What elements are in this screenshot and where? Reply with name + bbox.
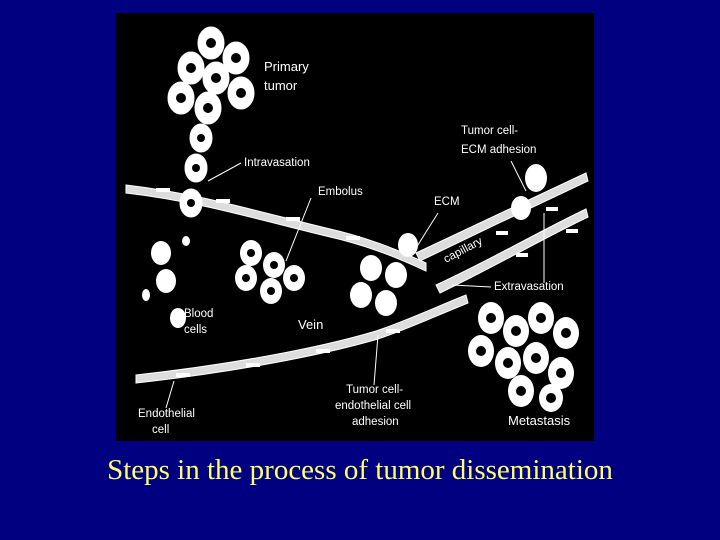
metastasis-nuclei: [476, 313, 571, 403]
primary-tumor-label-line2: tumor: [264, 78, 298, 93]
tumor-cell-endothelial-adhesion-label-line2: endothelial cell: [335, 400, 411, 412]
primary-tumor-nuclei: [176, 38, 246, 207]
endothelial-cell-label-line2: cell: [152, 424, 169, 436]
blood-cells-label-line1: Blood: [184, 308, 213, 320]
ecm-label: ECM: [434, 196, 460, 208]
vein-label: Vein: [298, 317, 323, 332]
vein-upper-wall: [125, 184, 427, 272]
tumor-cell-endothelial-adhesion-label-line3: adhesion: [352, 416, 399, 428]
embolus-nuclei: [242, 249, 298, 295]
slide-caption: Steps in the process of tumor disseminat…: [107, 454, 613, 486]
tumor-cell-ecm-adhesion-label-line2: ECM adhesion: [461, 144, 536, 156]
tumor-dissemination-diagram: Primary tumor Intravasation Embolus ECM …: [116, 13, 594, 441]
blood-cells: [142, 236, 190, 328]
leader-lines: [165, 160, 545, 409]
capillary-upper-wall: [415, 172, 589, 262]
extravasation-label: Extravasation: [494, 281, 564, 293]
blood-cells-label-line2: cells: [184, 324, 207, 336]
endothelial-cell-label-line1: Endothelial: [138, 408, 195, 420]
metastasis-label: Metastasis: [508, 413, 571, 428]
ecm-adhesion-cells: [511, 164, 547, 220]
primary-tumor-cells: [167, 26, 255, 218]
intravasation-label: Intravasation: [244, 157, 310, 169]
metastasis-cells: [468, 302, 579, 412]
primary-tumor-label-line1: Primary: [264, 59, 309, 74]
capillary-lower-wall: [435, 208, 589, 294]
embolus-label: Embolus: [318, 186, 363, 198]
tumor-cell-endothelial-adhesion-label-line1: Tumor cell-: [346, 384, 403, 396]
endothelial-nuclei: [156, 188, 578, 377]
vein-lower-wall: [135, 294, 469, 384]
tumor-cell-ecm-adhesion-label-line1: Tumor cell-: [461, 125, 518, 137]
junction-cells: [350, 233, 418, 316]
